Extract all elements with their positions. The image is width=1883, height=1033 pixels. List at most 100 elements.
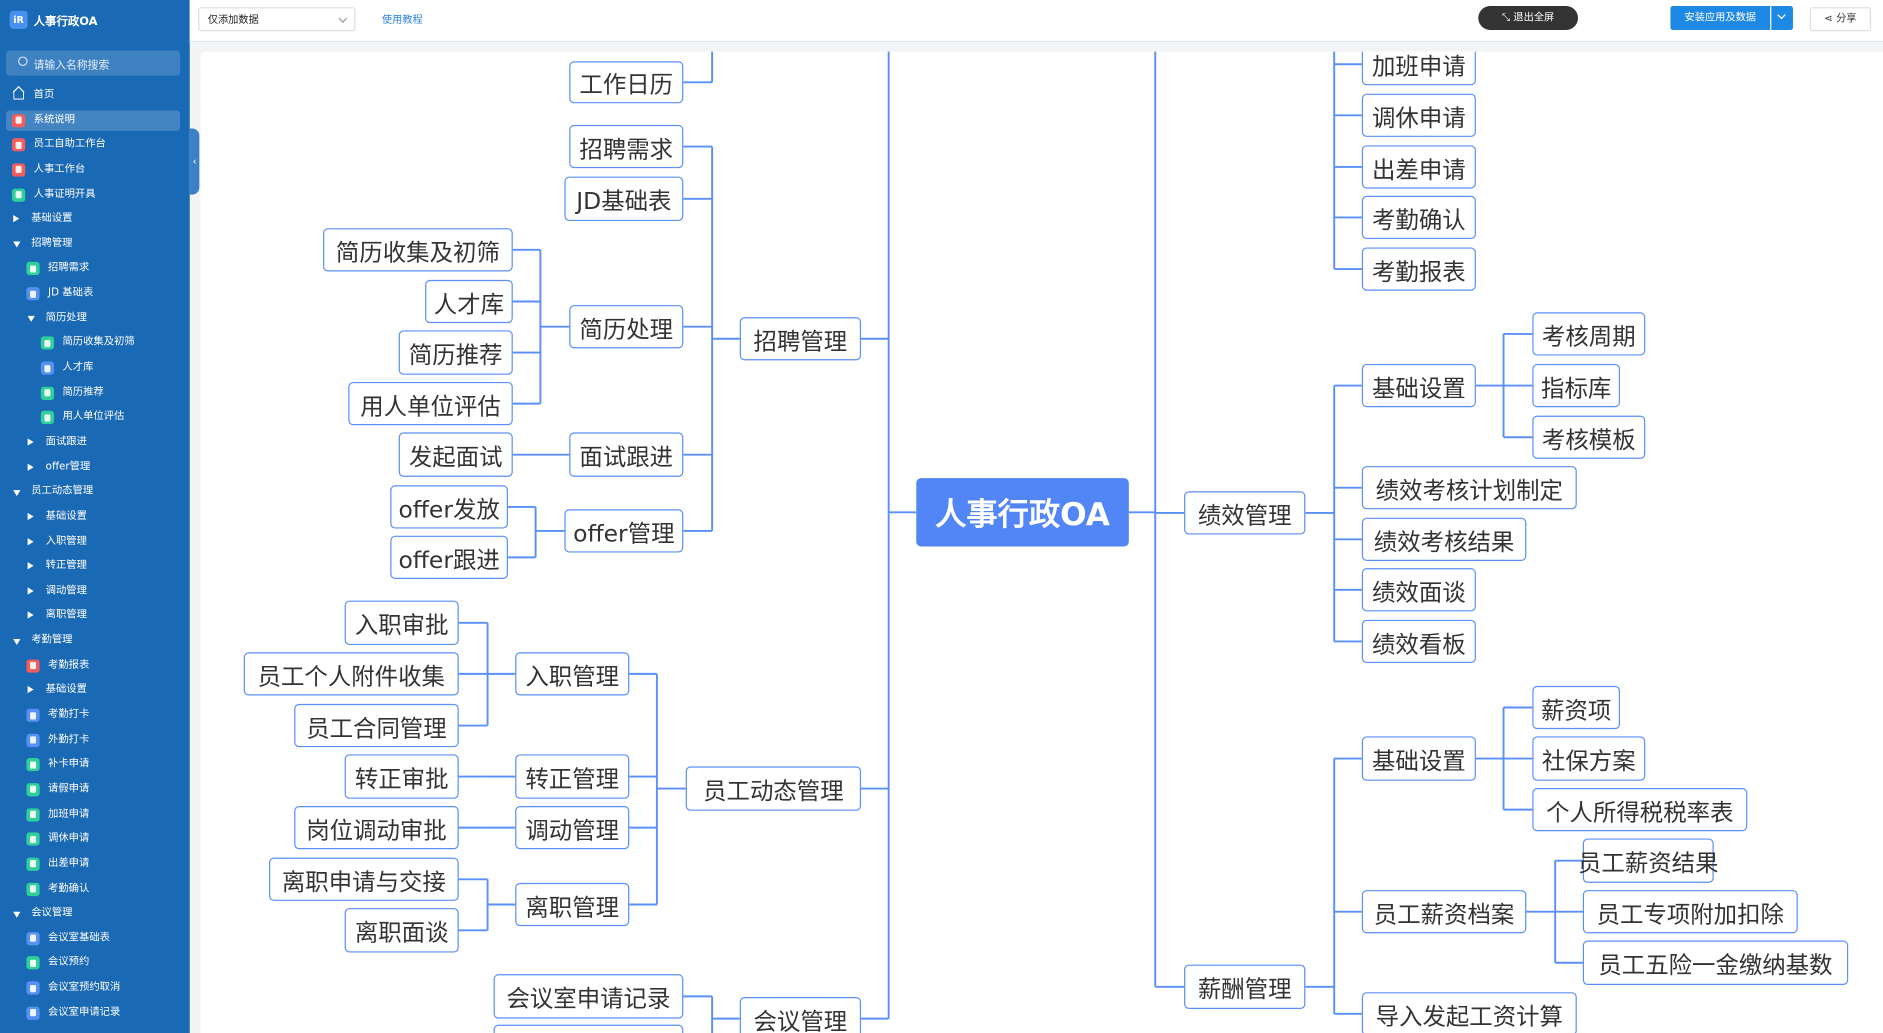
mindmap-node[interactable]: 绩效面谈 <box>1361 568 1476 612</box>
sidebar-item[interactable]: 外勤打卡 <box>0 728 190 753</box>
mindmap-node[interactable]: 入职审批 <box>344 600 459 646</box>
sidebar-item[interactable]: 人事工作台 <box>0 157 190 182</box>
sidebar-item[interactable]: 加班申请 <box>0 802 190 827</box>
sidebar-item[interactable]: 人才库 <box>0 356 190 381</box>
caret-right-icon[interactable] <box>27 587 34 595</box>
sidebar-item[interactable]: 出差申请 <box>0 851 190 876</box>
mindmap-node[interactable]: offer跟进 <box>390 535 508 579</box>
caret-down-icon[interactable] <box>27 316 35 323</box>
mindmap-node[interactable]: 绩效考核计划制定 <box>1361 466 1577 510</box>
mindmap-node[interactable]: 员工五险一金缴纳基数 <box>1582 940 1849 985</box>
mindmap-node[interactable]: 员工薪资结果 <box>1578 838 1719 883</box>
mindmap-node[interactable]: 绩效看板 <box>1361 619 1476 664</box>
mindmap-node[interactable]: 导入发起工资计算 <box>1361 992 1577 1033</box>
tutorial-link[interactable]: 使用教程 <box>381 14 423 27</box>
sidebar-item[interactable]: 考勤确认 <box>0 876 190 901</box>
mindmap-node[interactable]: 员工动态管理 <box>685 766 862 811</box>
mindmap-node[interactable]: 员工专项附加扣除 <box>1582 890 1798 934</box>
mindmap-node[interactable]: offer管理 <box>564 509 684 553</box>
mindmap-node[interactable]: 考核模板 <box>1532 415 1646 459</box>
sidebar-item[interactable]: JD 基础表 <box>0 281 190 306</box>
mindmap-node[interactable]: 个人所得税税率表 <box>1532 787 1748 832</box>
sidebar-item[interactable]: 考勤报表 <box>0 653 190 678</box>
sidebar-item[interactable]: offer管理 <box>0 455 190 480</box>
mindmap-node[interactable]: 基础设置 <box>1361 736 1476 781</box>
caret-right-icon[interactable] <box>27 686 34 694</box>
mindmap-node[interactable]: 简历推荐 <box>398 330 513 375</box>
sidebar-item[interactable]: 入职管理 <box>0 529 190 554</box>
mindmap-node[interactable]: JD基础表 <box>564 176 684 222</box>
mindmap-node[interactable]: 员工个人附件收集 <box>243 652 459 696</box>
sidebar-collapse-button[interactable]: ‹ <box>189 128 200 195</box>
sidebar-item[interactable]: 考勤打卡 <box>0 703 190 728</box>
sidebar-item[interactable]: 调休申请 <box>0 827 190 852</box>
caret-right-icon[interactable] <box>27 512 34 520</box>
caret-down-icon[interactable] <box>13 241 21 248</box>
sidebar-item[interactable]: 会议预约 <box>0 951 190 976</box>
mindmap-node[interactable]: 调动管理 <box>515 806 630 850</box>
mindmap-node[interactable]: 发起面试 <box>398 432 513 477</box>
mindmap-node[interactable]: 员工薪资档案 <box>1361 890 1527 934</box>
mindmap-node[interactable]: 调休申请 <box>1361 93 1476 137</box>
sidebar-item[interactable]: 调动管理 <box>0 579 190 604</box>
caret-right-icon[interactable] <box>27 537 34 545</box>
sidebar-item[interactable]: 简历处理 <box>0 306 190 331</box>
mode-select[interactable]: 仅添加数据 <box>198 7 356 32</box>
mindmap-node[interactable]: 工作日历 <box>569 61 684 104</box>
mindmap-node[interactable]: 人才库 <box>425 279 513 324</box>
sidebar-item[interactable]: 简历收集及初筛 <box>0 331 190 356</box>
sidebar-item[interactable]: 会议室预约取消 <box>0 975 190 1000</box>
sidebar-item[interactable]: 离职管理 <box>0 604 190 629</box>
mindmap-node[interactable]: 简历处理 <box>569 305 684 349</box>
sidebar-item[interactable]: 面试跟进 <box>0 430 190 455</box>
mindmap-node[interactable]: 绩效管理 <box>1184 491 1306 535</box>
sidebar-item[interactable]: 会议管理 <box>0 901 190 926</box>
sidebar-item[interactable]: 基础设置 <box>0 678 190 703</box>
sidebar-item[interactable]: 首页 <box>0 83 190 108</box>
mindmap-node[interactable]: 加班申请 <box>1361 51 1476 86</box>
mindmap-node[interactable] <box>493 1024 684 1033</box>
mindmap-node[interactable]: 基础设置 <box>1361 363 1476 408</box>
sidebar-item[interactable]: 员工动态管理 <box>0 480 190 505</box>
mindmap-node[interactable]: 简历收集及初筛 <box>323 228 513 272</box>
mindmap-node[interactable]: 招聘需求 <box>569 124 684 169</box>
mindmap-node[interactable]: 岗位调动审批 <box>294 806 459 850</box>
mindmap-node[interactable]: 薪资项 <box>1532 685 1621 730</box>
share-button[interactable]: ⋖ 分享 <box>1809 7 1872 32</box>
mindmap-root-node[interactable]: 人事行政OA <box>916 478 1129 547</box>
caret-right-icon[interactable] <box>27 463 34 471</box>
mindmap-node[interactable]: 转正审批 <box>344 754 459 799</box>
caret-right-icon[interactable] <box>27 438 34 446</box>
mindmap-node[interactable]: 会议管理 <box>739 996 862 1033</box>
sidebar-item[interactable]: 用人单位评估 <box>0 405 190 430</box>
install-app-button[interactable]: 安装应用及数据 <box>1670 6 1771 31</box>
sidebar-item[interactable]: 会议室基础表 <box>0 926 190 951</box>
mindmap-node[interactable]: 指标库 <box>1532 363 1621 408</box>
mindmap-node[interactable]: 面试跟进 <box>569 432 684 477</box>
mindmap-node[interactable]: 考核周期 <box>1532 312 1646 356</box>
sidebar-item[interactable]: 请假申请 <box>0 777 190 802</box>
search-input[interactable]: 请输入名称搜索 <box>6 50 181 76</box>
install-dropdown-button[interactable] <box>1771 6 1793 31</box>
mindmap-node[interactable]: 离职面谈 <box>344 908 459 953</box>
caret-right-icon[interactable] <box>27 562 34 570</box>
mindmap-node[interactable]: 离职申请与交接 <box>269 857 459 901</box>
mindmap-node[interactable]: offer发放 <box>390 485 508 529</box>
sidebar-item[interactable]: 转正管理 <box>0 554 190 579</box>
mindmap-node[interactable]: 员工合同管理 <box>294 703 459 748</box>
caret-right-icon[interactable] <box>27 611 34 620</box>
mindmap-node[interactable]: 用人单位评估 <box>348 381 513 426</box>
mindmap-node[interactable]: 转正管理 <box>515 754 630 799</box>
mindmap-node[interactable]: 考勤报表 <box>1361 247 1476 291</box>
sidebar-item[interactable]: 基础设置 <box>0 207 190 232</box>
mindmap-node[interactable]: 薪酬管理 <box>1184 964 1306 1010</box>
caret-down-icon[interactable] <box>13 911 21 918</box>
mindmap-node[interactable]: 社保方案 <box>1532 736 1646 781</box>
sidebar-item[interactable]: 基础设置 <box>0 504 190 529</box>
sidebar-item[interactable]: 员工自助工作台 <box>0 132 190 157</box>
mindmap-node[interactable]: 入职管理 <box>515 652 630 696</box>
sidebar-item[interactable]: 系统说明 <box>0 108 190 133</box>
sidebar-item[interactable]: 人事证明开具 <box>0 182 190 207</box>
exit-fullscreen-button[interactable]: ⤡ 退出全屏 <box>1478 6 1578 31</box>
